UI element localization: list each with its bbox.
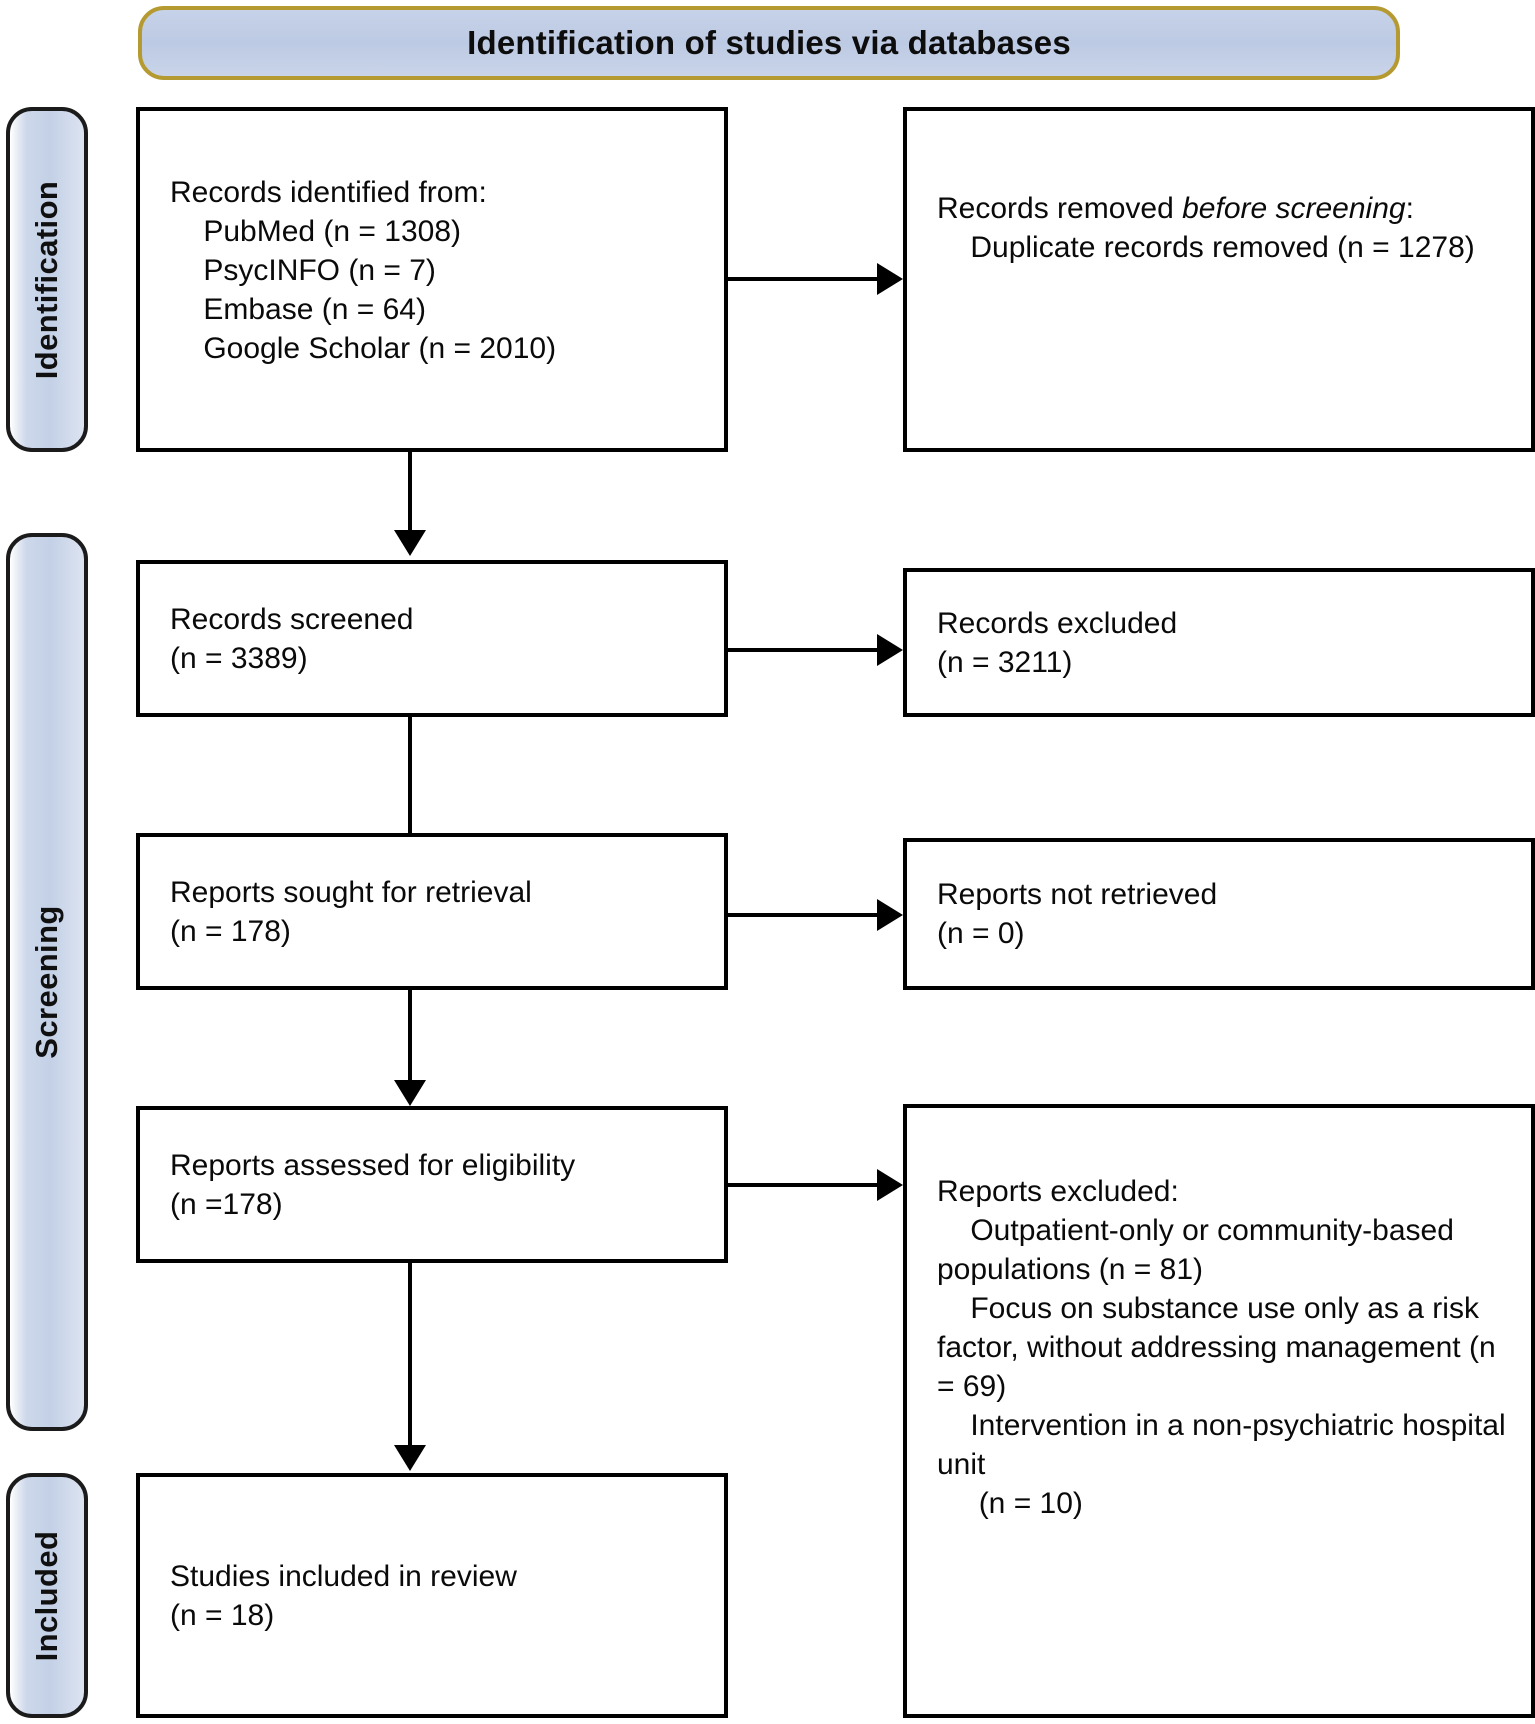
- reports-assessed-text: Reports assessed for eligibility (n =178…: [170, 1148, 576, 1221]
- arrowhead-identified-to-screened: [394, 530, 426, 556]
- records-removed-lead: Records removed: [937, 192, 1183, 225]
- arrowhead-screened-to-excluded: [877, 634, 903, 666]
- connector-sought-to-assessed: [408, 990, 412, 1080]
- box-reports-assessed: Reports assessed for eligibility (n =178…: [136, 1106, 728, 1263]
- records-identified-text: Records identified from: PubMed (n = 130…: [170, 176, 557, 365]
- box-reports-excluded: Reports excluded: Outpatient-only or com…: [903, 1104, 1535, 1718]
- box-records-identified: Records identified from: PubMed (n = 130…: [136, 107, 728, 452]
- banner-title: Identification of studies via databases: [467, 24, 1071, 61]
- phase-bar-identification: Identification: [6, 107, 88, 452]
- arrowhead-assessed-to-excluded: [877, 1169, 903, 1201]
- records-removed-text: Records removed before screening: Duplic…: [937, 189, 1519, 267]
- connector-screened-to-sought: [408, 717, 412, 943]
- studies-included-text: Studies included in review (n = 18): [170, 1559, 517, 1632]
- records-removed-lead-italic: before screening: [1182, 192, 1406, 225]
- arrowhead-sought-to-not-retrieved: [877, 899, 903, 931]
- box-records-screened: Records screened (n = 3389): [136, 560, 728, 717]
- records-removed-detail: Duplicate records removed (n = 1278): [937, 231, 1475, 264]
- box-records-excluded: Records excluded (n = 3211): [903, 568, 1535, 717]
- records-excluded-text: Records excluded (n = 3211): [937, 606, 1178, 679]
- box-records-removed: Records removed before screening: Duplic…: [903, 107, 1535, 452]
- identification-banner: Identification of studies via databases: [138, 6, 1400, 80]
- reports-sought-text: Reports sought for retrieval (n = 178): [170, 875, 532, 948]
- arrowhead-assessed-to-included: [394, 1445, 426, 1471]
- reports-not-retrieved-text: Reports not retrieved (n = 0): [937, 878, 1218, 950]
- phase-label-identification: Identification: [29, 180, 64, 379]
- phase-label-included: Included: [29, 1530, 64, 1661]
- box-reports-sought: Reports sought for retrieval (n = 178): [136, 833, 728, 990]
- arrowhead-identified-to-removed: [877, 263, 903, 295]
- connector-screened-to-excluded: [728, 648, 877, 652]
- connector-sought-to-not-retrieved: [728, 913, 877, 917]
- phase-label-screening: Screening: [29, 905, 64, 1059]
- records-screened-text: Records screened (n = 3389): [170, 602, 414, 675]
- box-reports-not-retrieved: Reports not retrieved (n = 0): [903, 838, 1535, 990]
- arrowhead-sought-to-assessed: [394, 1080, 426, 1106]
- phase-bar-included: Included: [6, 1473, 88, 1718]
- phase-bar-screening: Screening: [6, 533, 88, 1431]
- connector-assessed-to-included: [408, 1263, 412, 1445]
- connector-identified-to-screened: [408, 452, 412, 530]
- connector-assessed-to-excluded: [728, 1183, 877, 1187]
- reports-excluded-text: Reports excluded: Outpatient-only or com…: [937, 1175, 1506, 1520]
- records-removed-lead-tail: :: [1405, 192, 1414, 225]
- box-studies-included: Studies included in review (n = 18): [136, 1473, 728, 1718]
- connector-identified-to-removed: [728, 277, 877, 281]
